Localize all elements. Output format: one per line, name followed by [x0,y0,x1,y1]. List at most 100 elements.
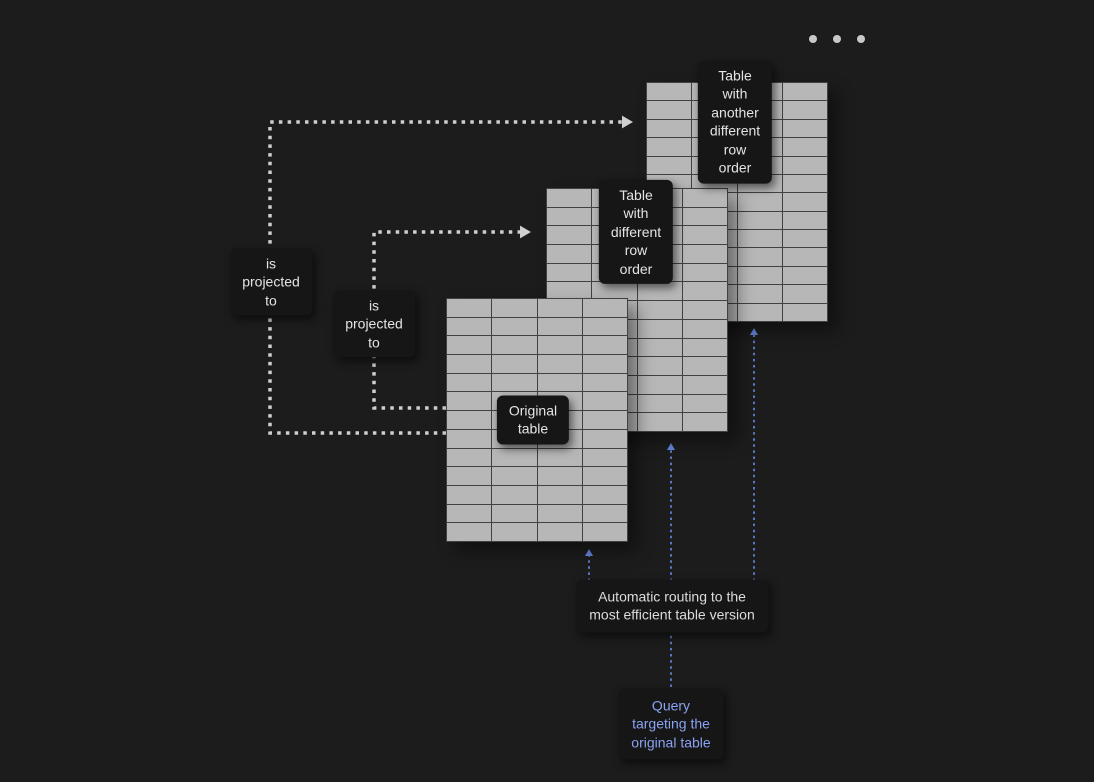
table-cell [537,317,582,336]
pagination-dots[interactable] [809,35,865,43]
table-cell [782,193,827,211]
table-cell [782,230,827,248]
table-cell [782,119,827,138]
table-cell [447,429,492,448]
table-cell [682,319,727,338]
table-cell [537,336,582,355]
table-cell [537,504,582,523]
table-cell [582,429,627,448]
table-cell [782,303,827,321]
table-cell [582,485,627,504]
table-cell [492,467,537,485]
arrow-routing-to-original-table-head [584,549,594,556]
table-cell [582,392,627,411]
table-cell [647,119,692,138]
table-cell [582,504,627,523]
table-cell [492,523,537,541]
table-cell [782,138,827,156]
table-cell [582,373,627,392]
table-cell [447,411,492,429]
table-cell [682,226,727,245]
table-cell [637,357,682,375]
table-cell [547,245,592,263]
table-cell [447,317,492,336]
table-cell [582,467,627,485]
table-cell [737,303,782,321]
table-cell [637,413,682,431]
arrow-routing-to-different-order-head [666,443,676,450]
table-original-label: Original table [496,395,570,445]
query-callout: Query targeting the original table [618,688,724,760]
table-another-row-order-label: Table with another different row order [697,60,773,184]
table-cell [547,189,592,207]
arrow-routing-to-another-order-head [749,328,759,335]
table-cell [682,263,727,282]
table-cell [582,355,627,373]
table-cell [782,101,827,119]
table-cell [492,355,537,373]
table-cell [492,373,537,392]
table-cell [537,448,582,467]
table-cell [447,355,492,373]
table-cell [592,282,637,301]
table-cell [682,189,727,207]
table-cell [447,504,492,523]
table-cell [682,375,727,394]
table-cell [737,193,782,211]
table-cell [447,448,492,467]
table-cell [547,207,592,226]
table-cell [737,266,782,285]
table-cell [537,373,582,392]
arrow-original-to-different-order-head [520,225,531,239]
table-original [446,298,628,542]
table-cell [737,211,782,230]
table-cell [547,226,592,245]
table-cell [647,156,692,174]
routing-callout: Automatic routing to the most efficient … [576,579,768,633]
table-cell [637,282,682,301]
pagination-dot[interactable] [833,35,841,43]
table-cell [582,336,627,355]
table-cell [492,317,537,336]
table-cell [447,392,492,411]
table-different-row-order-label: Table with different row order [598,179,674,285]
table-cell [582,317,627,336]
pagination-dot[interactable] [857,35,865,43]
table-cell [582,448,627,467]
table-cell [682,413,727,431]
table-cell [737,230,782,248]
table-cell [447,373,492,392]
pagination-dot[interactable] [809,35,817,43]
table-cell [782,248,827,266]
table-cell [447,467,492,485]
table-cell [537,299,582,317]
is-projected-to-label-1: is projected to [230,248,312,316]
table-cell [447,299,492,317]
table-cell [682,245,727,263]
is-projected-to-label-2: is projected to [333,290,415,358]
table-cell [647,101,692,119]
table-cell [737,285,782,303]
table-cell [682,357,727,375]
table-cell [682,301,727,319]
table-cell [682,282,727,301]
table-cell [547,263,592,282]
table-cell [737,248,782,266]
table-cell [492,448,537,467]
table-cell [582,411,627,429]
table-cell [492,336,537,355]
table-cell [647,138,692,156]
table-cell [637,394,682,413]
table-cell [582,523,627,541]
table-cell [492,504,537,523]
table-cell [782,211,827,230]
table-cell [682,207,727,226]
table-cell [637,319,682,338]
table-cell [782,174,827,193]
table-cell [447,485,492,504]
table-cell [492,299,537,317]
table-cell [782,285,827,303]
table-cell [537,485,582,504]
table-cell [637,375,682,394]
